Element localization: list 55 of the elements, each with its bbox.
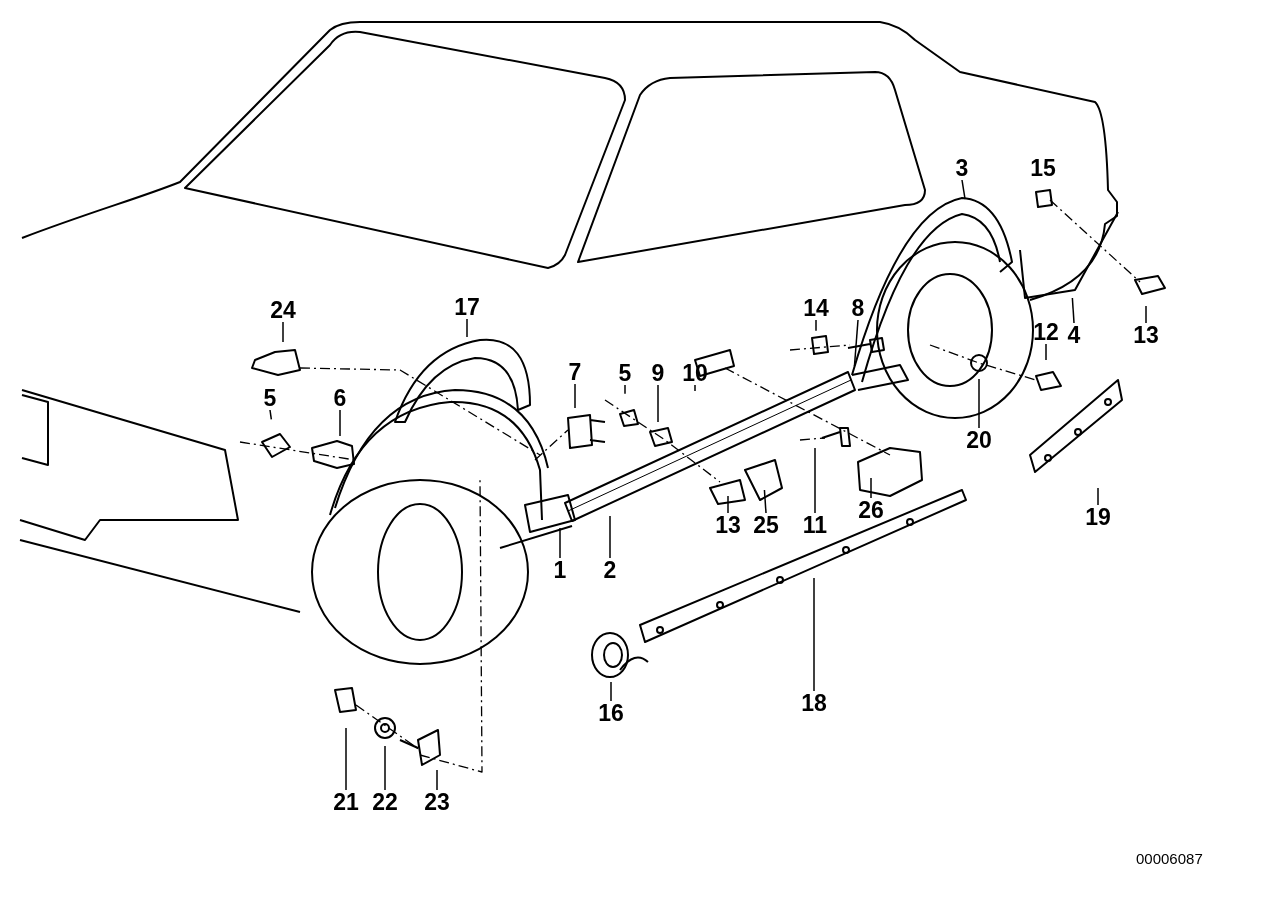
leader-line [345, 727, 347, 791]
callout-number: 22 [372, 790, 398, 814]
callout-number: 21 [333, 790, 359, 814]
leader-line [384, 745, 386, 791]
callout-number: 1 [553, 558, 567, 582]
callout-number: 8 [851, 296, 865, 320]
leader-line [657, 384, 659, 423]
callout-number: 24 [270, 298, 296, 322]
callout-number: 13 [1133, 323, 1159, 347]
callout-number: 26 [858, 498, 884, 522]
callout-number: 5 [618, 361, 632, 385]
leader-line [624, 384, 626, 395]
leader-line [815, 319, 817, 332]
callout-number: 14 [803, 296, 829, 320]
leader-line [1145, 305, 1147, 324]
leader-line [269, 409, 273, 421]
leader-line [978, 378, 980, 429]
leader-line [1071, 297, 1075, 324]
callout-number: 23 [424, 790, 450, 814]
callout-number: 19 [1085, 505, 1111, 529]
leader-line [813, 577, 815, 692]
callout-number: 9 [651, 361, 665, 385]
reference-number: 00006087 [1136, 850, 1203, 867]
leader-line [727, 495, 729, 514]
leader-line [436, 769, 438, 791]
callout-number: 16 [598, 701, 624, 725]
leader-line [282, 321, 284, 343]
callout-number: 4 [1067, 323, 1081, 347]
leader-line [610, 681, 612, 702]
leader-line [559, 527, 561, 559]
callout-number: 2 [603, 558, 617, 582]
callout-number: 13 [715, 513, 741, 537]
leader-line [694, 384, 696, 392]
callout-number: 15 [1030, 156, 1056, 180]
leader-line [853, 319, 859, 367]
leader-line [339, 409, 341, 437]
callout-number: 5 [263, 386, 277, 410]
leader-line [574, 383, 576, 409]
leader-line [763, 489, 767, 514]
callout-number: 11 [802, 513, 828, 537]
callout-number: 17 [454, 295, 480, 319]
callout-number: 25 [753, 513, 779, 537]
leader-line [814, 447, 816, 514]
leader-line [870, 477, 872, 499]
callout-number: 20 [966, 428, 992, 452]
callout-number: 12 [1033, 320, 1059, 344]
leader-line [609, 515, 611, 559]
callout-number: 6 [333, 386, 347, 410]
leader-line [466, 318, 468, 338]
callout-number: 18 [801, 691, 827, 715]
leader-line [1045, 343, 1047, 361]
leader-line [961, 179, 966, 200]
leader-line [1097, 487, 1099, 506]
callout-number: 7 [568, 360, 582, 384]
callout-number: 3 [955, 156, 969, 180]
